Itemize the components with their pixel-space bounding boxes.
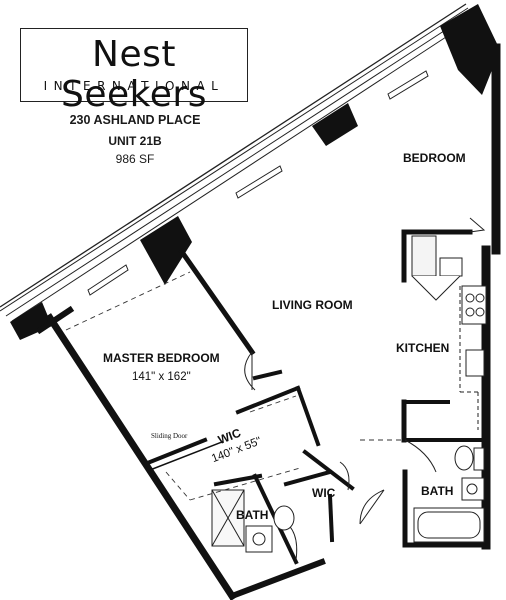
columns [10,4,500,340]
room-label-living-room: LIVING ROOM [272,298,353,312]
listing-unit: UNIT 21B [108,134,162,148]
room-label-bath-master: BATH [236,508,269,522]
logo-subtitle: INTERNATIONAL [43,79,225,93]
room-label-wic-small: WIC [312,486,336,500]
listing-area: 986 SF [115,152,155,166]
room-label-kitchen: KITCHEN [396,341,450,355]
facade-lines [0,3,473,322]
windows [87,70,429,296]
label-sliding-door: Sliding Door [151,432,188,440]
room-label-master-bedroom: MASTER BEDROOM [103,351,220,365]
room-label-bath-right: BATH [421,484,454,498]
room-dims-master-bedroom: 141" x 162" [132,371,191,383]
interior-walls [147,229,489,565]
kitchen-fixtures [411,235,487,430]
bath-fixtures [211,445,485,553]
logo-name: Nest Seekers [61,34,207,115]
logo-box: Nest Seekers INTERNATIONAL [20,28,248,115]
dashed-lines [65,271,404,501]
listing-address: 230 ASHLAND PLACE [69,113,201,127]
room-label-bedroom: BEDROOM [403,151,466,165]
doors [244,217,486,561]
